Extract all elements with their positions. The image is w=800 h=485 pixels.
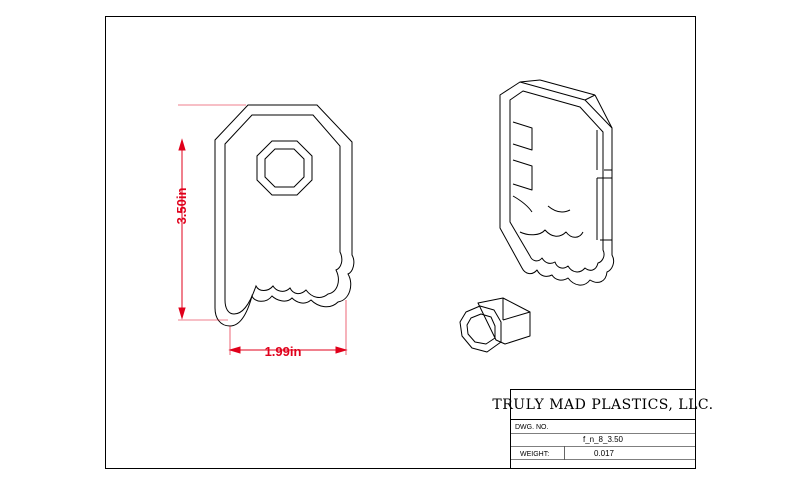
height-dimension-label: 3.50in (174, 188, 189, 225)
dwg-no-label: DWG. NO. (515, 424, 548, 431)
weight-label: WEIGHT: (520, 451, 549, 458)
weight-value: 0.017 (594, 449, 615, 458)
octagon-hole-inner (264, 148, 305, 188)
dimension-height (178, 104, 246, 321)
sheet-border (105, 16, 696, 469)
dimension-width (228, 300, 348, 355)
dwg-no-value: f_n_8_3.50 (583, 435, 624, 444)
front-inner-outline (224, 114, 343, 315)
isometric-cutter (499, 79, 615, 286)
front-view (214, 104, 355, 327)
isometric-insert (459, 297, 531, 353)
width-dimension-label: 1.99in (265, 344, 302, 359)
octagon-hole-outer (256, 140, 313, 196)
front-outer-outline (214, 104, 355, 327)
company-name: TRULY MAD PLASTICS, LLC. (492, 397, 713, 413)
title-block (510, 389, 696, 469)
